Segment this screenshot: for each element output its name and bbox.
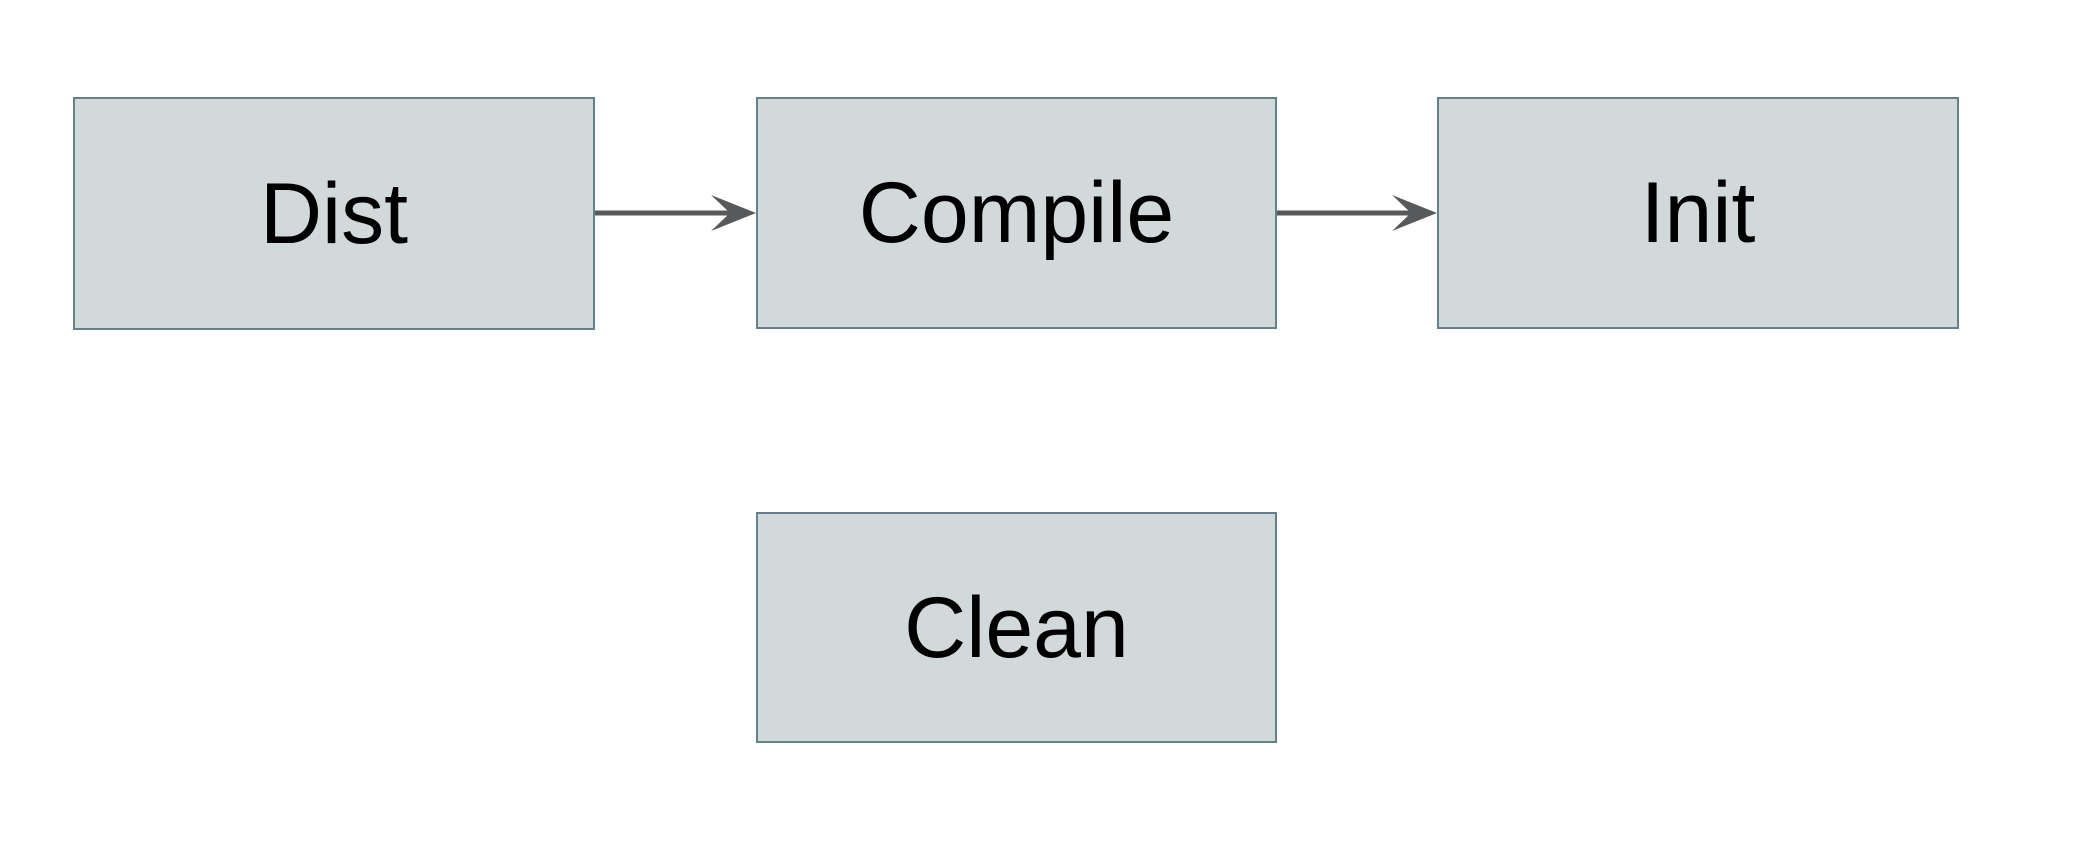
arrow-compile-to-init-icon	[1277, 195, 1437, 231]
node-compile[interactable]: Compile	[756, 97, 1277, 329]
node-clean-label: Clean	[904, 579, 1129, 676]
node-dist[interactable]: Dist	[73, 97, 595, 330]
arrow-dist-to-compile-icon	[595, 195, 756, 231]
node-dist-label: Dist	[259, 165, 409, 262]
node-clean[interactable]: Clean	[756, 512, 1277, 743]
node-compile-label: Compile	[858, 165, 1175, 261]
node-init[interactable]: Init	[1437, 97, 1959, 329]
node-init-label: Init	[1640, 165, 1756, 261]
